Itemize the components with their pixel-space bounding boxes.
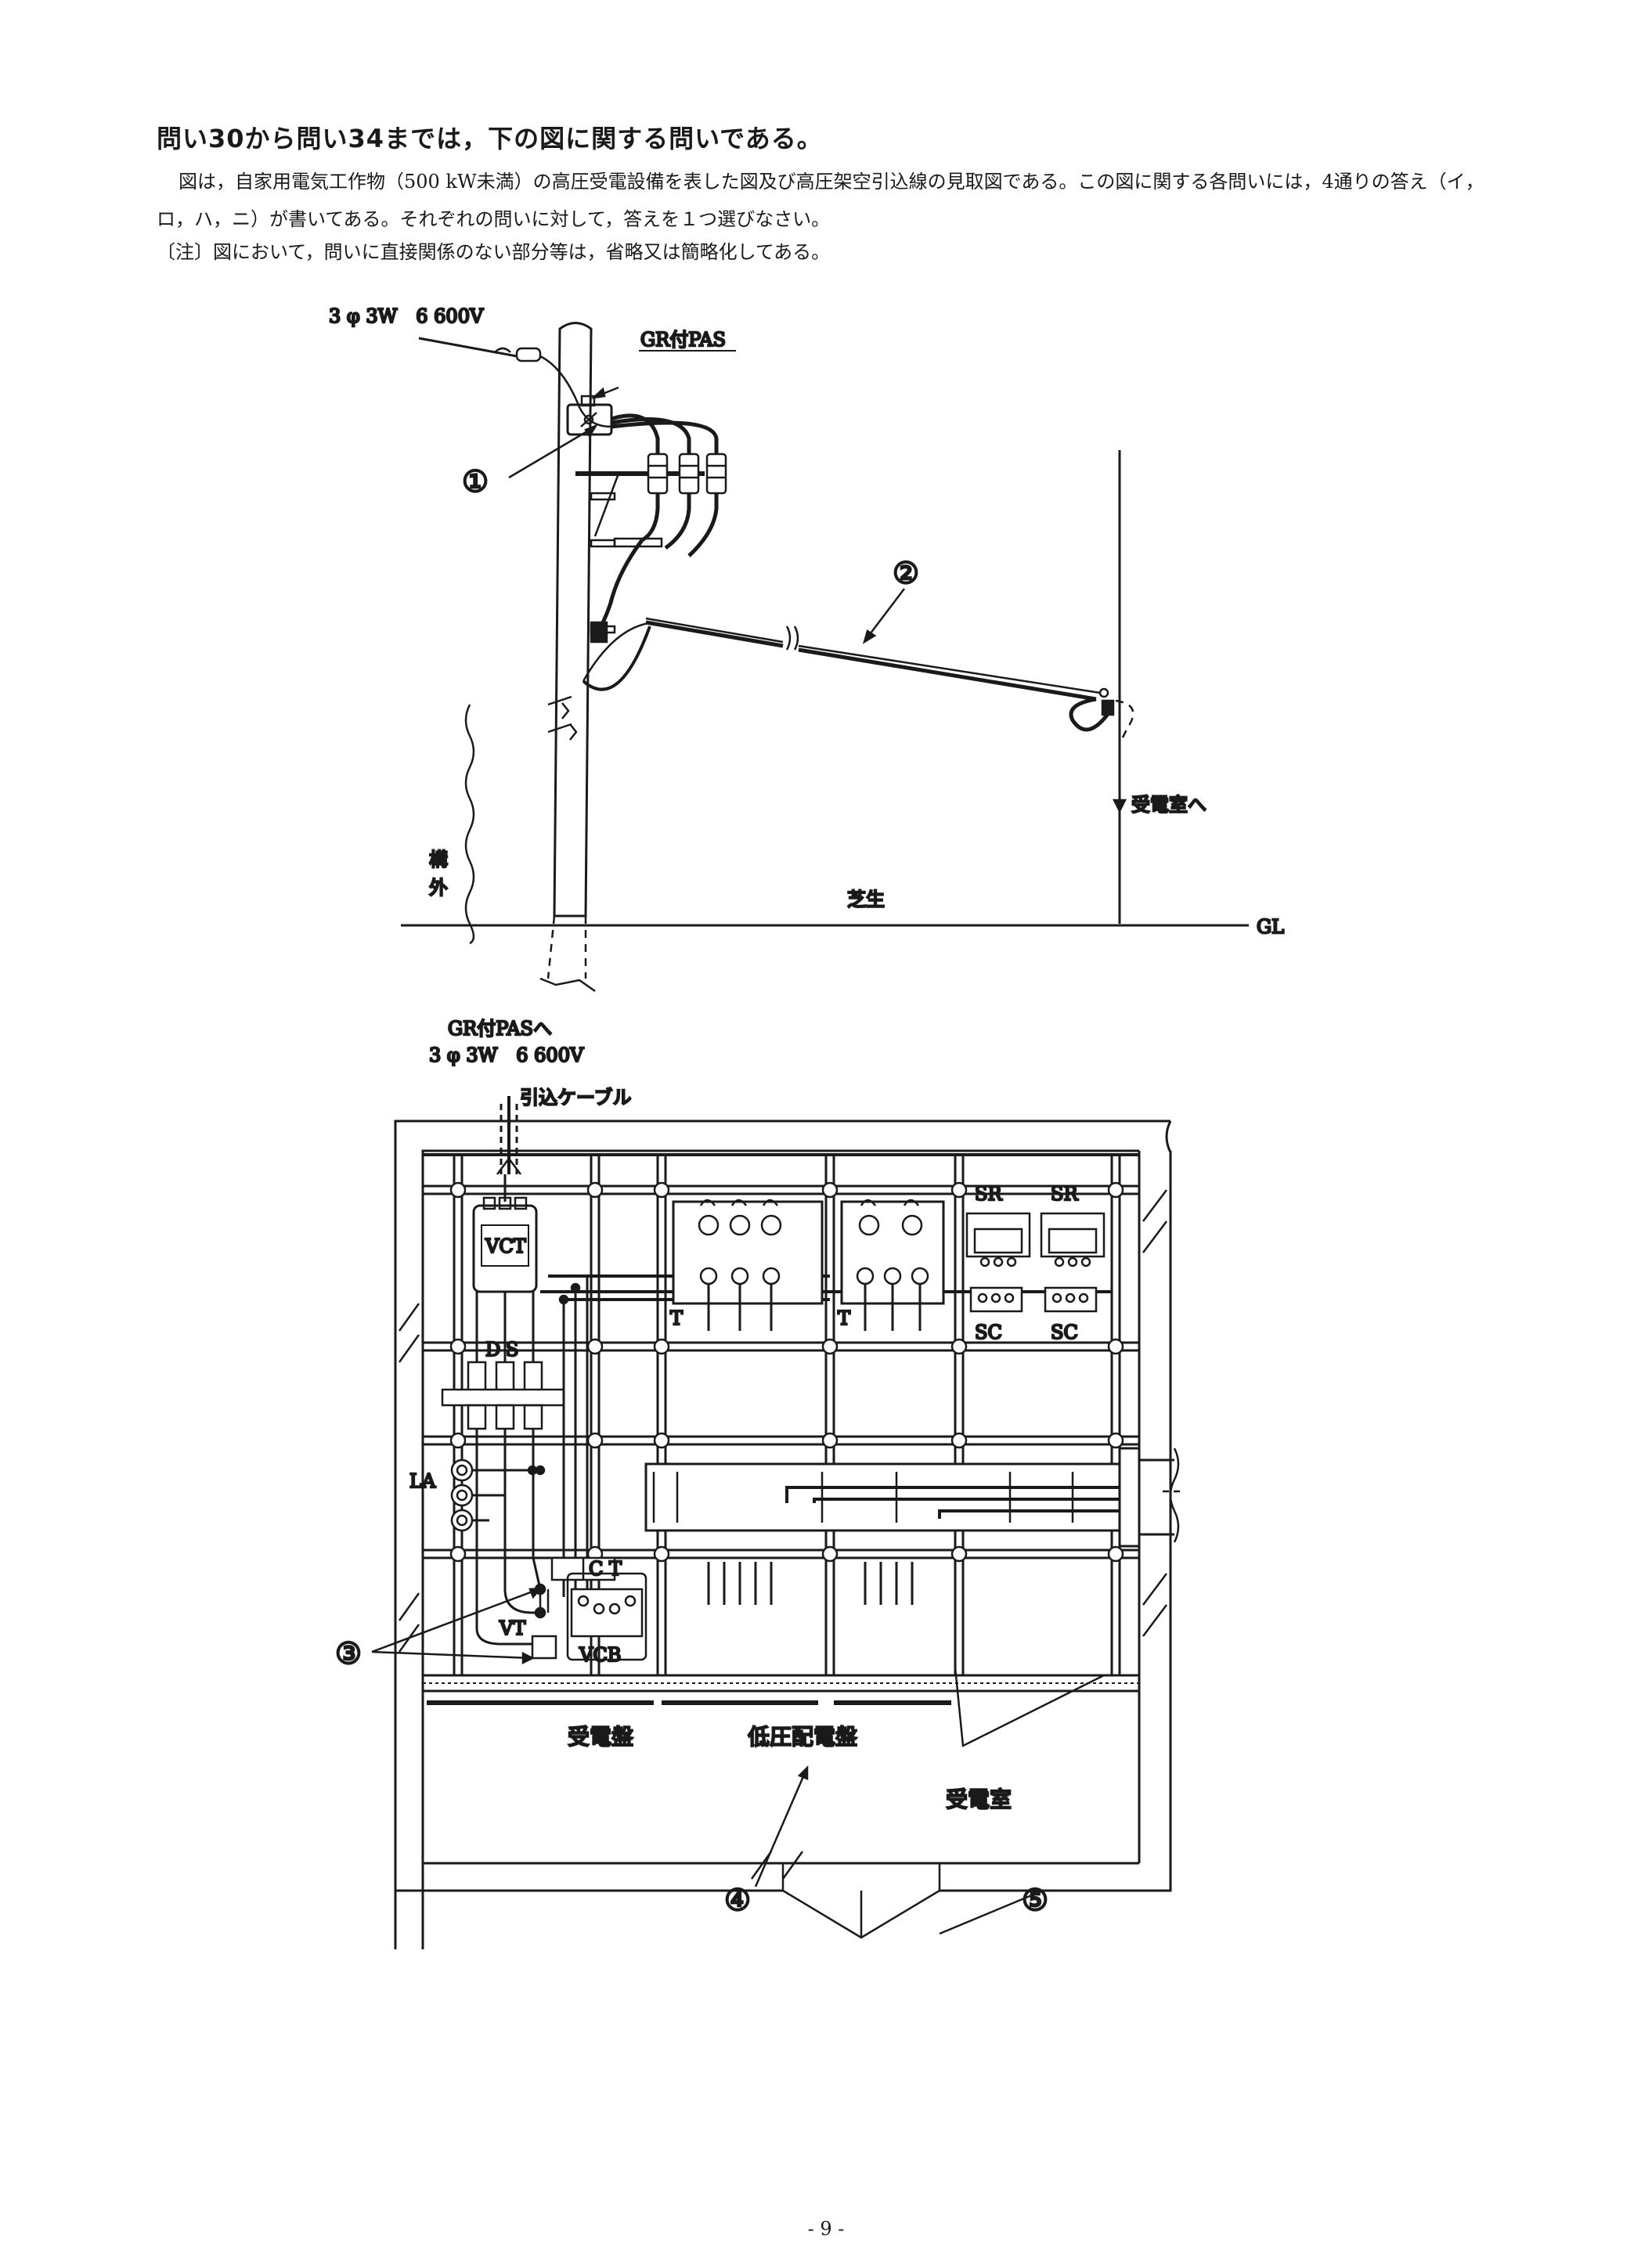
outside-premises-char-2: 外 [429, 877, 448, 899]
overhead-service-line [645, 620, 784, 648]
callout-2: ② [893, 556, 919, 590]
utility-pole [553, 322, 593, 918]
intro-paragraph: 図は，自家用電気工作物（500 kW未満）の高圧受電設備を表した図及び高圧架空引… [157, 171, 1484, 230]
cable-head-terminals [611, 413, 727, 557]
equipment-figure: 3 φ 3W 6 600V GR付PAS ① ② 受電室へ 構 外 芝生 GL [328, 305, 1285, 1949]
outside-premises-char-1: 構 [429, 849, 448, 871]
ds-label-s: S [506, 1339, 518, 1361]
sr-sc-unit-1 [965, 1212, 1031, 1313]
supply-voltage-label-2: 3 φ 3W 6 600V [429, 1044, 584, 1066]
sc-label-1: SC [975, 1321, 1002, 1343]
sr-label-1: SR [975, 1183, 1002, 1205]
to-receiving-room-label: 受電室へ [1131, 794, 1207, 816]
transformer-2 [840, 1199, 945, 1331]
callout-4: ④ [724, 1883, 751, 1917]
sr-label-2: SR [1051, 1183, 1078, 1205]
page-heading: 問い30から問い34までは，下の図に関する問いである。 [157, 124, 823, 153]
vcb-label: VCB [579, 1644, 621, 1666]
disconnecting-switch [441, 1292, 565, 1430]
supply-voltage-label: 3 φ 3W 6 600V [329, 305, 484, 327]
to-gr-pas-label: GR付PASへ [448, 1018, 552, 1040]
ds-label-d: D [485, 1339, 500, 1361]
sr-sc-unit-2 [1040, 1212, 1106, 1313]
panel-frame [423, 1153, 1139, 1705]
service-cable-label: 引込ケーブル [520, 1087, 632, 1109]
sc-label-2: SC [1051, 1321, 1078, 1343]
low-voltage-cable-tray [644, 1447, 1182, 1605]
transformer-2-label: T [838, 1307, 850, 1329]
low-voltage-panel-label: 低圧配電盤 [748, 1724, 857, 1750]
vt-unit [531, 1583, 557, 1660]
lightning-arrester [450, 1458, 532, 1532]
la-label: LA [409, 1470, 436, 1492]
callout-1: ① [462, 464, 489, 499]
callout-5: ⑤ [1022, 1883, 1048, 1917]
ground-level-label: GL [1257, 916, 1284, 938]
pole-diagram [401, 322, 1249, 993]
ct-label-t: T [609, 1558, 622, 1580]
page-number: - 9 - [807, 2218, 845, 2240]
vt-label: VT [499, 1617, 525, 1639]
receiving-room-diagram [371, 1096, 1182, 1949]
vct-unit [472, 1174, 538, 1293]
ct-vcb-unit [550, 1556, 647, 1661]
transformer-1-label: T [670, 1307, 683, 1329]
lawn-label: 芝生 [847, 889, 885, 910]
callout-3: ③ [335, 1636, 362, 1671]
receiving-room-label: 受電室 [946, 1786, 1012, 1812]
gr-pas-label: GR付PAS [640, 329, 726, 351]
vct-label: VCT [485, 1235, 526, 1257]
note-paragraph: 〔注〕図において，問いに直接関係のない部分等は，省略又は簡略化してある。 [157, 241, 831, 263]
ct-label-c: C [589, 1558, 603, 1580]
transformer-1 [672, 1199, 824, 1331]
receiving-panel-label: 受電盤 [568, 1724, 633, 1750]
